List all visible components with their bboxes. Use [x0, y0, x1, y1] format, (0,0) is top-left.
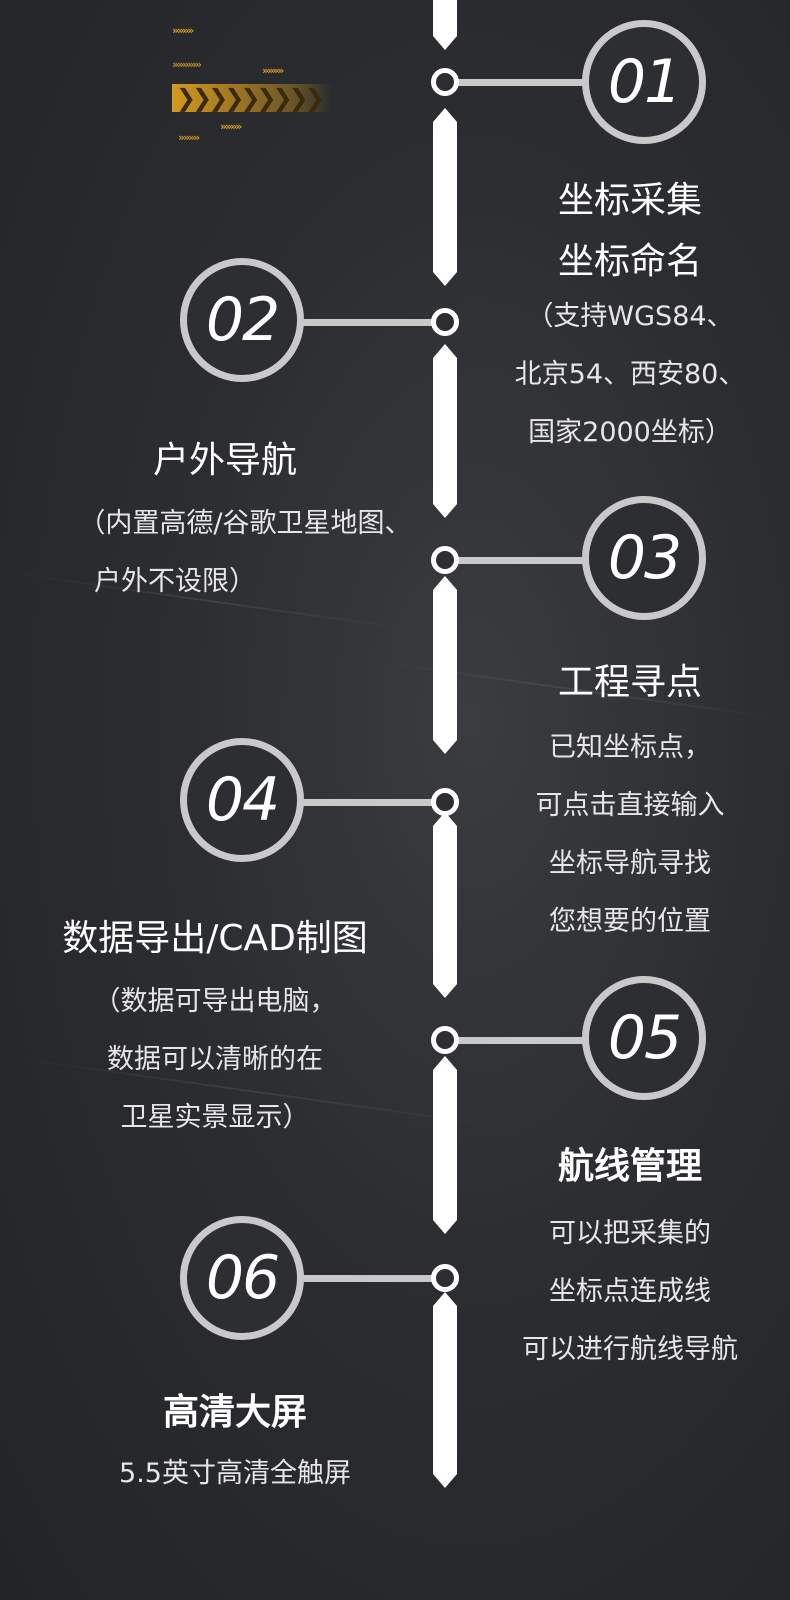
connector-line — [458, 79, 588, 86]
timeline-segment-tip — [433, 504, 457, 518]
timeline-segment-tip — [433, 984, 457, 998]
chevron-right-icon: ›››››››› — [220, 120, 242, 133]
step-text: 户外导航 （内置高德/谷歌卫星地图、 户外不设限） — [30, 438, 460, 611]
step-text: 航线管理 可以把采集的 坐标点连成线 可以进行航线导航 — [470, 1144, 790, 1379]
timeline-segment-tip — [433, 812, 457, 826]
timeline-segment-tip — [433, 740, 457, 754]
step-number-badge: 05 — [582, 976, 706, 1100]
timeline-segment-tip — [433, 576, 457, 590]
step-desc-line: 数据可以清晰的在 — [107, 1044, 323, 1075]
timeline-segment — [433, 0, 457, 36]
timeline-segment-tip — [433, 1220, 457, 1234]
step-number: 04 — [205, 765, 280, 835]
timeline-segment-tip — [433, 1056, 457, 1070]
step-desc-line: 已知坐标点， — [549, 732, 711, 763]
timeline-segment — [433, 826, 457, 984]
step-number: 06 — [205, 1243, 280, 1313]
step-text: 数据导出/CAD制图 （数据可导出电脑， 数据可以清晰的在 卫星实景显示） — [20, 916, 410, 1147]
step-text: 高清大屏 5.5英寸高清全触屏 — [60, 1390, 410, 1503]
connector-line — [458, 557, 588, 564]
timeline-node — [431, 546, 459, 574]
step-title: 户外导航 — [152, 440, 297, 481]
step-number-badge: 06 — [180, 1216, 304, 1340]
timeline-node — [431, 1264, 459, 1292]
step-desc-line: 5.5英寸高清全触屏 — [119, 1458, 351, 1489]
timeline-segment — [433, 122, 457, 272]
step-subtitle: 坐标命名 — [557, 241, 702, 282]
timeline-node — [431, 68, 459, 96]
connector-line — [458, 1037, 588, 1044]
timeline-node — [431, 788, 459, 816]
timeline-segment — [433, 590, 457, 740]
step-text: 坐标采集 坐标命名 （支持WGS84、 北京54、西安80、 国家2000坐标） — [470, 178, 790, 462]
step-desc-line: （支持WGS84、 — [526, 301, 734, 332]
step-desc-line: 可以把采集的 — [549, 1218, 711, 1249]
step-desc-line: 北京54、西安80、 — [514, 359, 746, 390]
step-title: 工程寻点 — [557, 662, 702, 703]
chevron-right-icon: ›››››››› — [178, 131, 200, 144]
step-title: 数据导出/CAD制图 — [62, 918, 368, 959]
step-number-badge: 04 — [180, 738, 304, 862]
step-desc-line: 国家2000坐标） — [528, 417, 732, 448]
chevron-band: ❯❯❯❯❯❯❯❯❯ — [172, 84, 332, 112]
step-desc-line: 卫星实景显示） — [120, 1102, 310, 1133]
step-desc-line: 可点击直接输入 — [535, 790, 725, 821]
timeline-segment-tip — [433, 344, 457, 358]
step-number: 03 — [607, 523, 682, 593]
timeline-segment — [433, 1070, 457, 1220]
chevron-right-icon: ❯❯❯❯❯❯❯❯❯ — [176, 84, 325, 112]
step-desc-line: （内置高德/谷歌卫星地图、 — [78, 508, 412, 539]
timeline-segment-tip — [433, 108, 457, 122]
step-number: 01 — [607, 47, 682, 117]
step-title: 高清大屏 — [162, 1392, 307, 1433]
step-number: 02 — [205, 285, 280, 355]
connector-line — [300, 799, 440, 806]
step-title: 坐标采集 — [557, 180, 702, 221]
step-number-badge: 03 — [582, 496, 706, 620]
timeline-segment-tip — [433, 1292, 457, 1306]
connector-line — [300, 319, 440, 326]
connector-line — [300, 1275, 440, 1282]
step-desc-line: 坐标点连成线 — [549, 1276, 711, 1307]
timeline-segment-tip — [433, 1474, 457, 1488]
step-desc-line: 户外不设限） — [94, 566, 256, 597]
timeline-segment — [433, 358, 457, 504]
timeline-node — [431, 1026, 459, 1054]
step-number-badge: 02 — [180, 258, 304, 382]
timeline-node — [431, 308, 459, 336]
chevron-right-icon: ››››››››››› — [172, 58, 202, 71]
chevron-right-icon: ›››››››› — [262, 64, 284, 77]
step-desc-line: 可以进行航线导航 — [522, 1334, 738, 1365]
step-number: 05 — [607, 1003, 682, 1073]
chevron-right-icon: ›››››››› — [172, 24, 194, 37]
step-text: 工程寻点 已知坐标点， 可点击直接输入 坐标导航寻找 您想要的位置 — [470, 660, 790, 951]
step-title: 航线管理 — [557, 1146, 702, 1187]
timeline-segment — [433, 1306, 457, 1474]
timeline-segment-tip — [433, 36, 457, 50]
step-desc-line: 您想要的位置 — [549, 906, 711, 937]
step-desc-line: 坐标导航寻找 — [549, 848, 711, 879]
timeline-segment-tip — [433, 272, 457, 286]
step-desc-line: （数据可导出电脑， — [93, 986, 337, 1017]
step-number-badge: 01 — [582, 20, 706, 144]
